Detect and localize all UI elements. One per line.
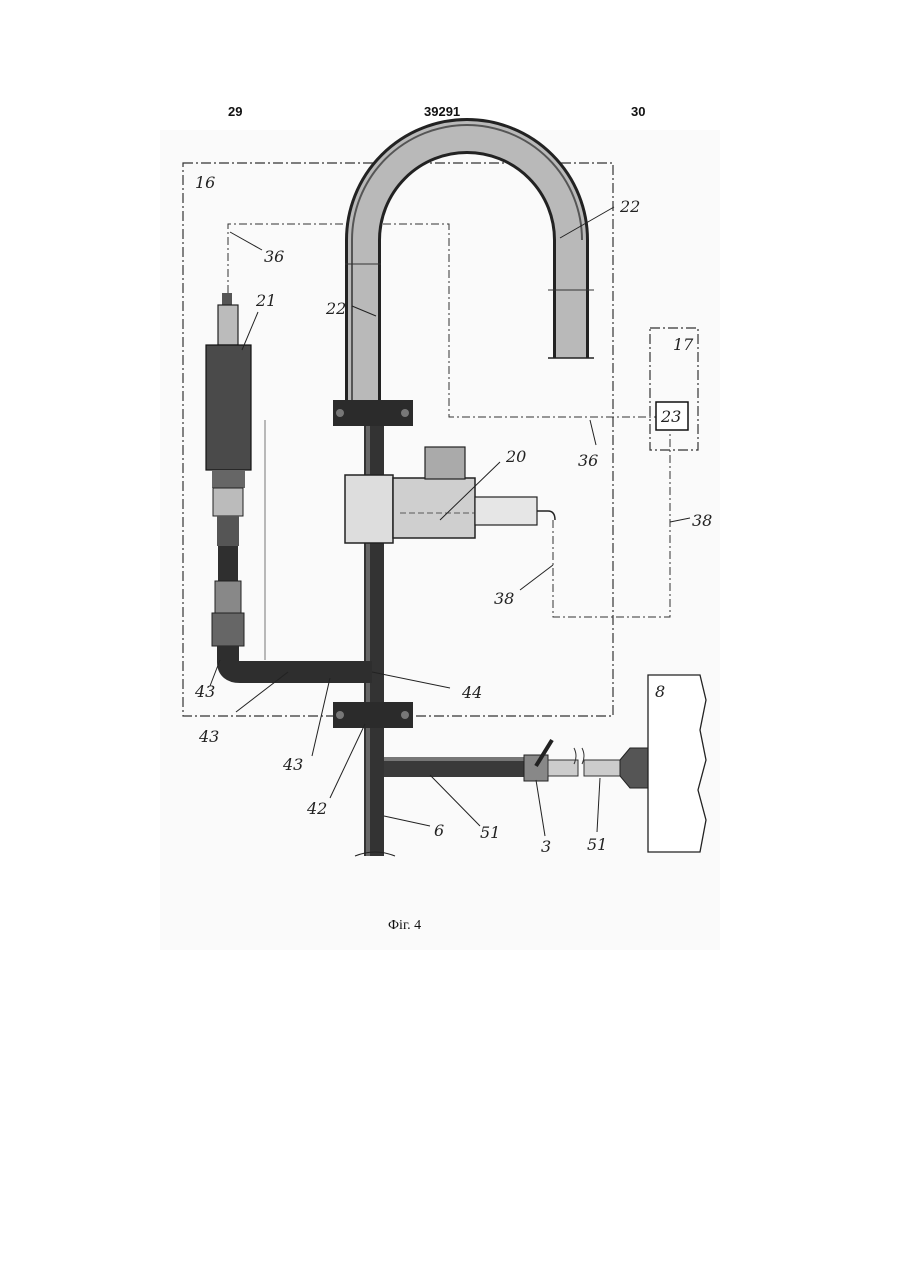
- label-8: 8: [655, 682, 665, 701]
- device-20-body: [345, 475, 393, 543]
- device-20-box: [425, 447, 465, 479]
- label-23: 23: [660, 407, 681, 426]
- device-20-housing: [393, 478, 475, 538]
- label-17: 17: [673, 335, 694, 354]
- label-38-right: 38: [692, 511, 712, 530]
- device-20-shaft: [475, 497, 537, 525]
- label-6: 6: [434, 821, 444, 840]
- label-51-right: 51: [587, 835, 607, 854]
- valve-3: [524, 755, 548, 781]
- label-38-left: 38: [494, 589, 514, 608]
- label-43-b: 43: [198, 727, 219, 746]
- label-44: 44: [461, 683, 482, 702]
- label-36-top: 36: [264, 247, 284, 266]
- label-3: 3: [541, 837, 551, 856]
- device-21: [206, 345, 251, 470]
- label-36-bottom: 36: [578, 451, 598, 470]
- label-20: 20: [505, 447, 526, 466]
- label-51-left: 51: [480, 823, 500, 842]
- label-16: 16: [195, 173, 215, 192]
- label-22-left: 22: [325, 299, 346, 318]
- figure-caption: Фіг. 4: [388, 918, 421, 934]
- label-21: 21: [255, 291, 276, 310]
- label-43-c: 43: [282, 755, 303, 774]
- label-43-a: 43: [194, 682, 215, 701]
- device-21-tip: [222, 293, 232, 305]
- label-42: 42: [306, 799, 327, 818]
- label-22-right: 22: [619, 197, 640, 216]
- vessel-8: [648, 675, 706, 852]
